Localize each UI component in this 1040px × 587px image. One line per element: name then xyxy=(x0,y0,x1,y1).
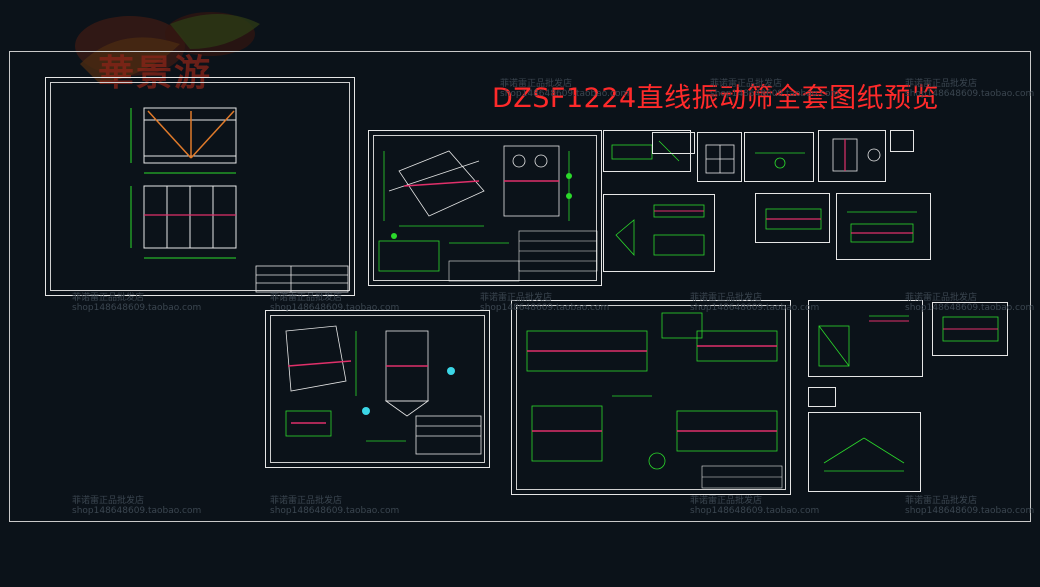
drawing-sheet-part-4[interactable] xyxy=(744,132,814,182)
drawing-sheet-small-part[interactable] xyxy=(808,387,836,407)
drawing-sheet-part-6[interactable] xyxy=(890,130,914,152)
drawing-sheet-part-5[interactable] xyxy=(818,130,886,182)
drawing-sheet-main-assembly[interactable] xyxy=(368,130,602,286)
main-assembly-drawing xyxy=(378,145,598,282)
logo-text: 華景游 xyxy=(98,52,213,94)
drawing-sheet-beam[interactable] xyxy=(755,193,830,243)
screen-box-drawing xyxy=(285,325,482,455)
drawing-sheet-side-plate[interactable] xyxy=(603,194,715,272)
drawing-sheet-part-3[interactable] xyxy=(697,132,742,182)
shop-logo: 華景游 xyxy=(60,4,290,124)
drawing-sheet-bracket[interactable] xyxy=(932,302,1008,356)
screen-deck-drawing xyxy=(526,312,783,489)
drawing-sheet-support[interactable] xyxy=(808,300,923,377)
page-title: DZSF1224直线振动筛全套图纸预览 xyxy=(492,83,940,114)
drawing-sheet-screen-box[interactable] xyxy=(265,310,490,468)
frame-assembly-drawing xyxy=(130,107,349,293)
drawing-sheet-frame-assembly[interactable] xyxy=(45,77,355,296)
drawing-sheet-part-2[interactable] xyxy=(652,132,695,154)
drawing-sheet-chute[interactable] xyxy=(808,412,921,492)
model-space-border xyxy=(9,51,1031,522)
leaf-logo-icon xyxy=(75,12,260,84)
drawing-sheet-screen-deck[interactable] xyxy=(511,300,791,495)
drawing-sheet-crossbar[interactable] xyxy=(836,193,931,260)
